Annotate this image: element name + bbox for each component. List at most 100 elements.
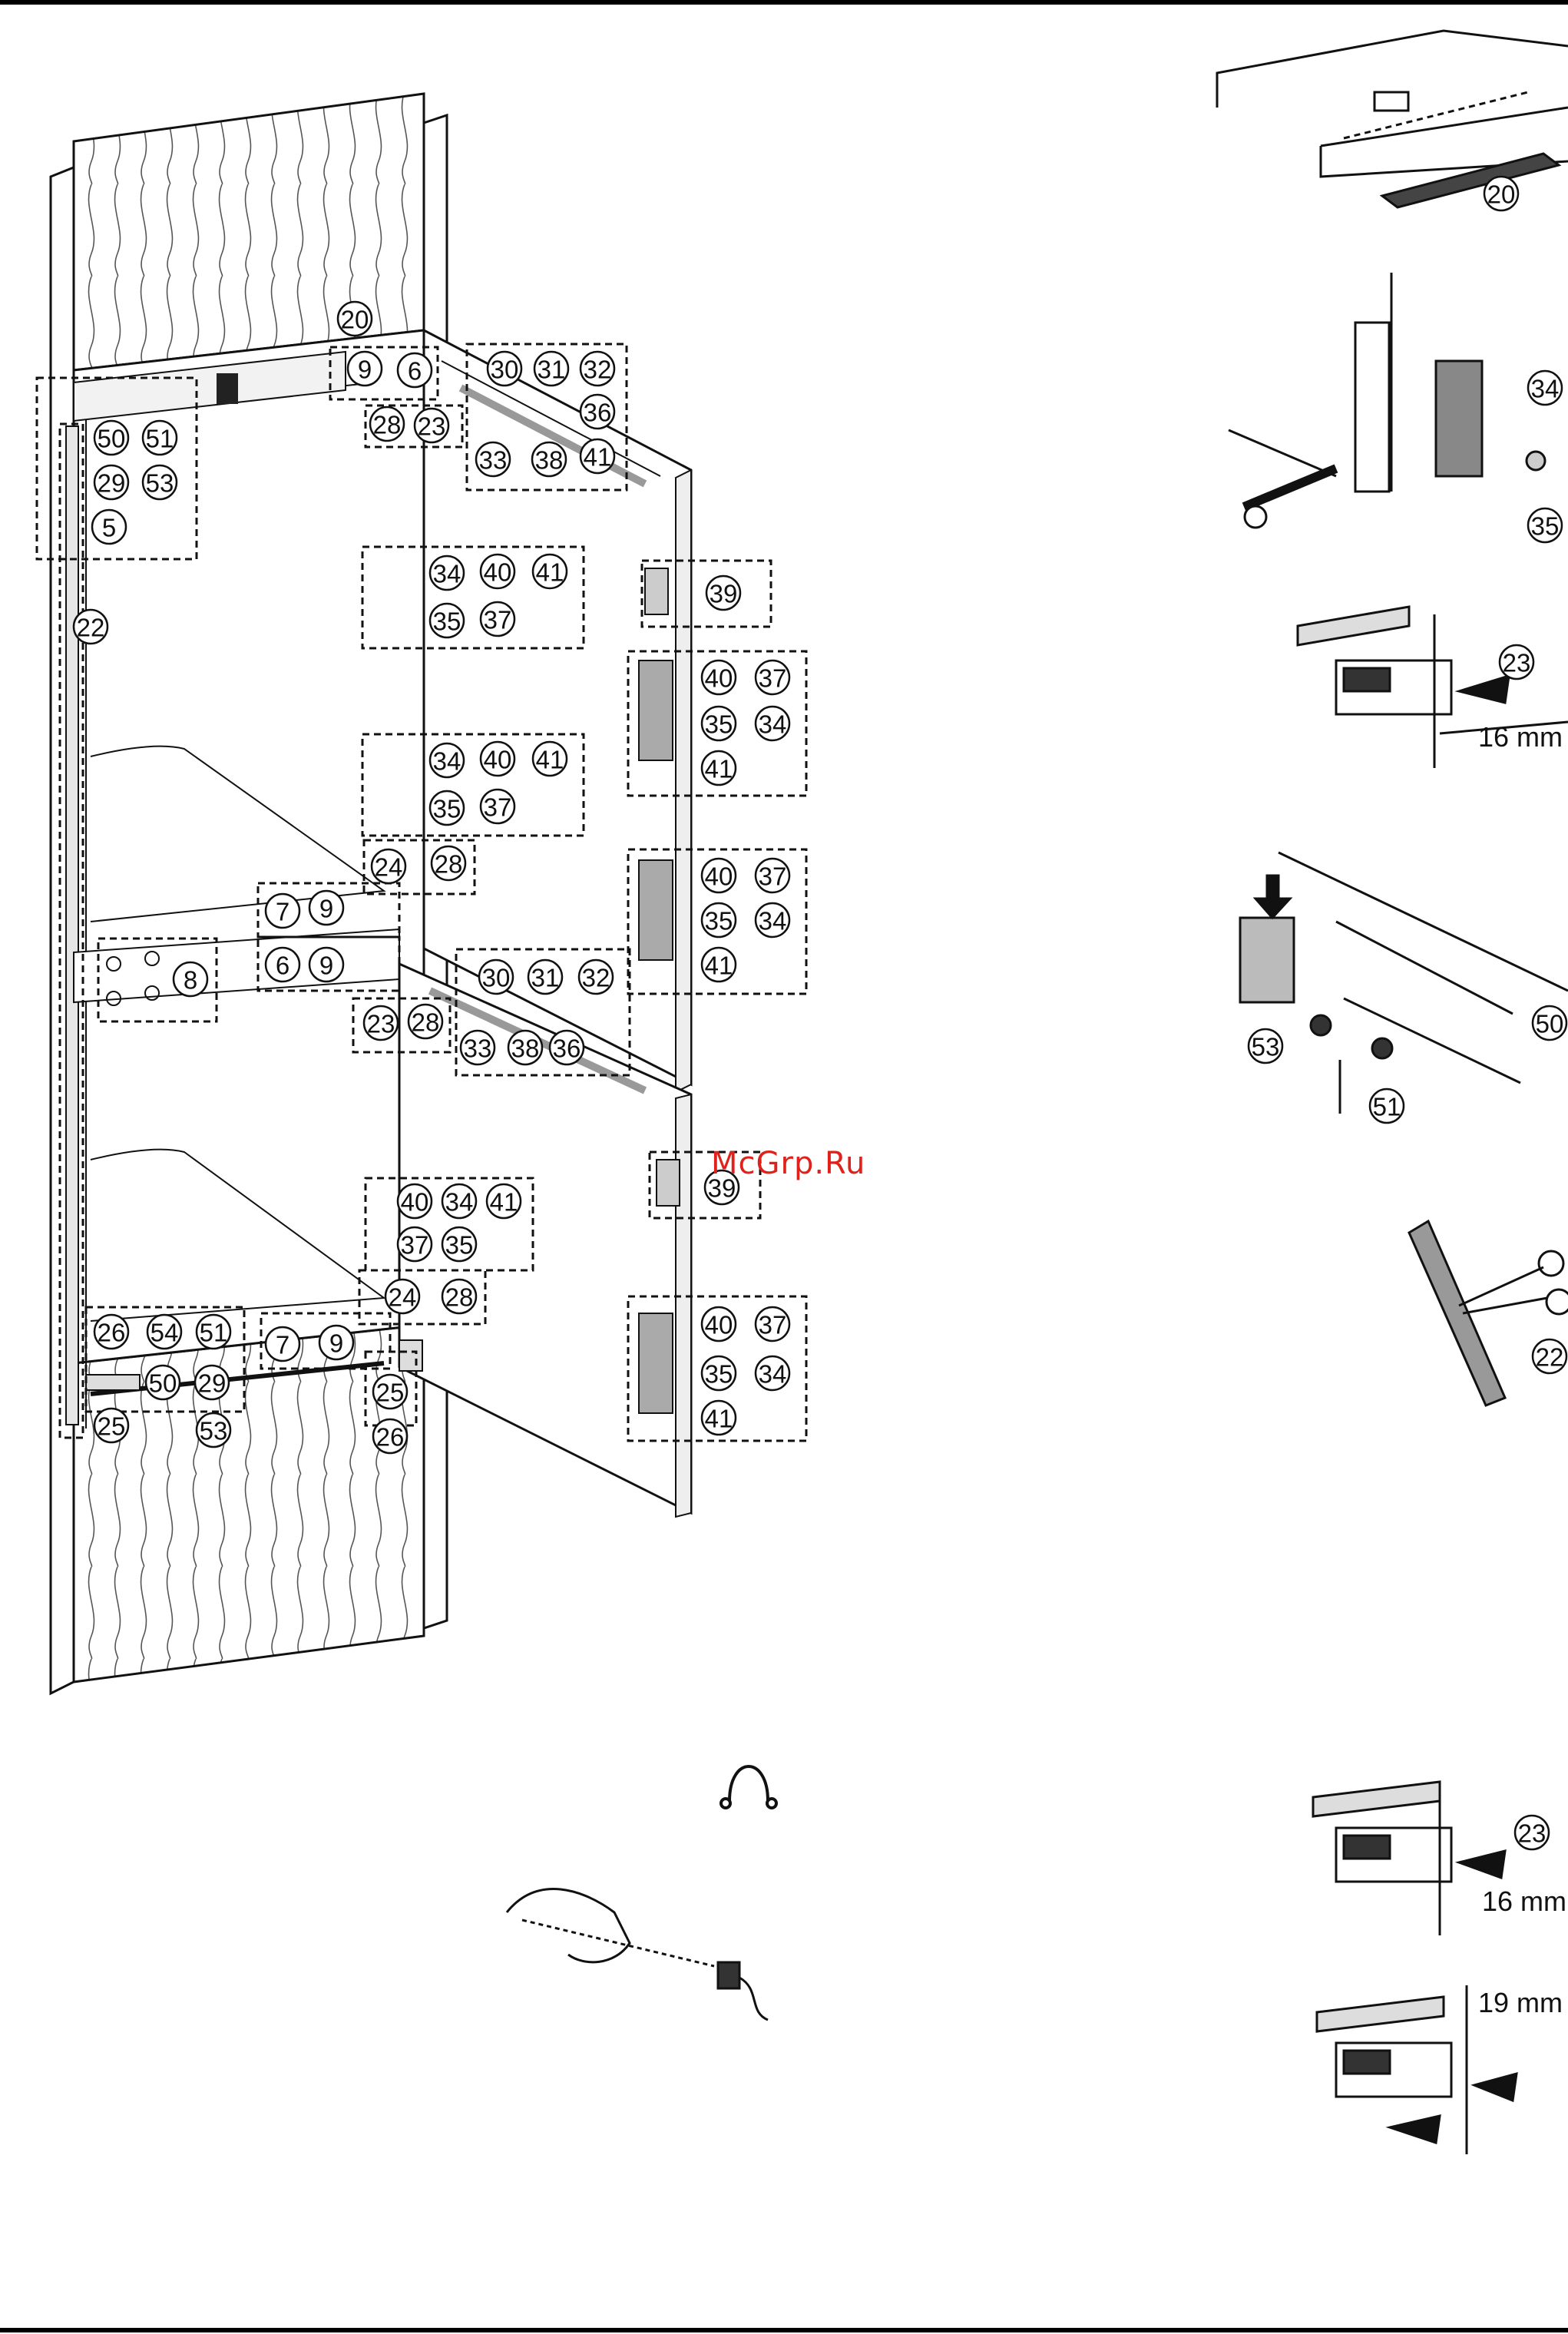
callout-23: 23	[1515, 1816, 1549, 1849]
callout-label: 26	[376, 1423, 405, 1452]
callout-label: 22	[1536, 1343, 1564, 1372]
callout-24: 24	[372, 849, 405, 883]
callout-36: 36	[581, 395, 614, 429]
callout-5: 5	[92, 510, 126, 544]
callout-label: 34	[759, 1360, 787, 1389]
callout-label: 35	[445, 1231, 474, 1260]
callout-41: 41	[533, 742, 567, 776]
callout-30: 30	[479, 960, 513, 994]
callout-label: 24	[389, 1283, 417, 1312]
callout-37: 37	[756, 1307, 789, 1341]
callout-label: 41	[536, 746, 564, 774]
callout-label: 41	[705, 1405, 733, 1433]
callout-34: 34	[430, 743, 464, 777]
callout-7: 7	[266, 894, 299, 928]
callout-38: 38	[508, 1031, 542, 1064]
callout-50: 50	[146, 1366, 180, 1399]
callout-label: 31	[531, 964, 560, 992]
callout-label: 34	[433, 747, 461, 776]
callout-label: 51	[146, 425, 174, 453]
callout-label: 40	[484, 746, 512, 774]
callout-label: 35	[433, 795, 461, 823]
callout-51: 51	[143, 421, 177, 455]
callout-34: 34	[756, 1356, 789, 1390]
callout-34: 34	[756, 707, 789, 740]
callout-51: 51	[1370, 1089, 1404, 1123]
callout-25: 25	[373, 1375, 407, 1409]
callout-51: 51	[197, 1315, 230, 1349]
callout-label: 40	[705, 862, 733, 891]
callout-label: 50	[149, 1369, 177, 1398]
callout-label: 37	[759, 862, 787, 891]
callout-28: 28	[432, 846, 465, 880]
callout-28: 28	[442, 1280, 476, 1313]
callout-label: 23	[1503, 649, 1531, 677]
callout-label: 8	[184, 966, 197, 995]
detail-bracket-screws	[1240, 852, 1568, 1114]
callout-53: 53	[143, 465, 177, 499]
callout-24: 24	[385, 1280, 419, 1313]
callout-53: 53	[1249, 1029, 1282, 1063]
callout-label: 31	[538, 356, 566, 384]
dimension-16mm-upper: 16 mm	[1478, 721, 1563, 753]
callout-41: 41	[702, 751, 736, 785]
callout-37: 37	[756, 660, 789, 694]
callout-label: 34	[759, 710, 787, 739]
callout-label: 40	[705, 664, 733, 693]
callout-label: 33	[464, 1035, 492, 1063]
callout-label: 29	[98, 469, 126, 498]
callout-label: 6	[276, 952, 289, 980]
callout-25: 25	[94, 1409, 128, 1442]
callout-20: 20	[1484, 177, 1518, 210]
callout-34: 34	[442, 1184, 476, 1218]
callout-label: 28	[373, 411, 402, 439]
watermark-text: McGrp.Ru	[711, 1146, 865, 1181]
callout-label: 40	[705, 1311, 733, 1339]
callout-label: 35	[705, 1360, 733, 1389]
callout-38: 38	[532, 442, 566, 476]
callout-35: 35	[702, 903, 736, 937]
callout-40: 40	[481, 555, 514, 588]
callout-label: 38	[535, 446, 564, 475]
callout-label: 34	[433, 560, 461, 588]
callout-28: 28	[370, 407, 404, 441]
callout-36: 36	[550, 1031, 584, 1064]
callout-41: 41	[702, 1401, 736, 1435]
callout-label: 40	[401, 1188, 429, 1217]
callout-41: 41	[702, 948, 736, 982]
callout-23: 23	[1500, 645, 1533, 679]
callout-37: 37	[756, 859, 789, 892]
callout-9: 9	[348, 352, 382, 386]
callout-label: 50	[98, 425, 126, 453]
callout-label: 9	[358, 356, 372, 384]
callout-label: 33	[479, 446, 508, 475]
callout-26: 26	[94, 1315, 128, 1349]
callout-39: 39	[706, 576, 740, 610]
callout-23: 23	[364, 1006, 398, 1040]
detail-gasket-scissors	[1409, 1221, 1568, 1405]
callout-label: 24	[375, 853, 403, 882]
detail-top-bracket	[1217, 31, 1568, 207]
callout-label: 25	[376, 1379, 405, 1407]
callout-9: 9	[309, 948, 343, 982]
callout-31: 31	[528, 960, 562, 994]
callout-33: 33	[461, 1031, 495, 1064]
callout-40: 40	[481, 742, 514, 776]
callout-label: 32	[582, 964, 610, 992]
callout-label: 28	[412, 1008, 440, 1037]
callout-label: 22	[77, 614, 105, 642]
callout-41: 41	[581, 439, 614, 473]
callout-label: 30	[491, 356, 519, 384]
unplug-icon	[721, 1766, 776, 1808]
callout-37: 37	[481, 602, 514, 636]
callout-label: 38	[511, 1035, 540, 1063]
callout-23: 23	[415, 409, 448, 442]
callout-label: 53	[1252, 1033, 1280, 1061]
callout-label: 51	[200, 1319, 228, 1347]
callout-label: 25	[98, 1412, 126, 1441]
callout-label: 29	[198, 1369, 227, 1398]
callout-label: 35	[433, 608, 461, 636]
callout-label: 41	[536, 558, 564, 587]
callout-20: 20	[338, 302, 372, 336]
callout-label: 5	[102, 514, 116, 542]
